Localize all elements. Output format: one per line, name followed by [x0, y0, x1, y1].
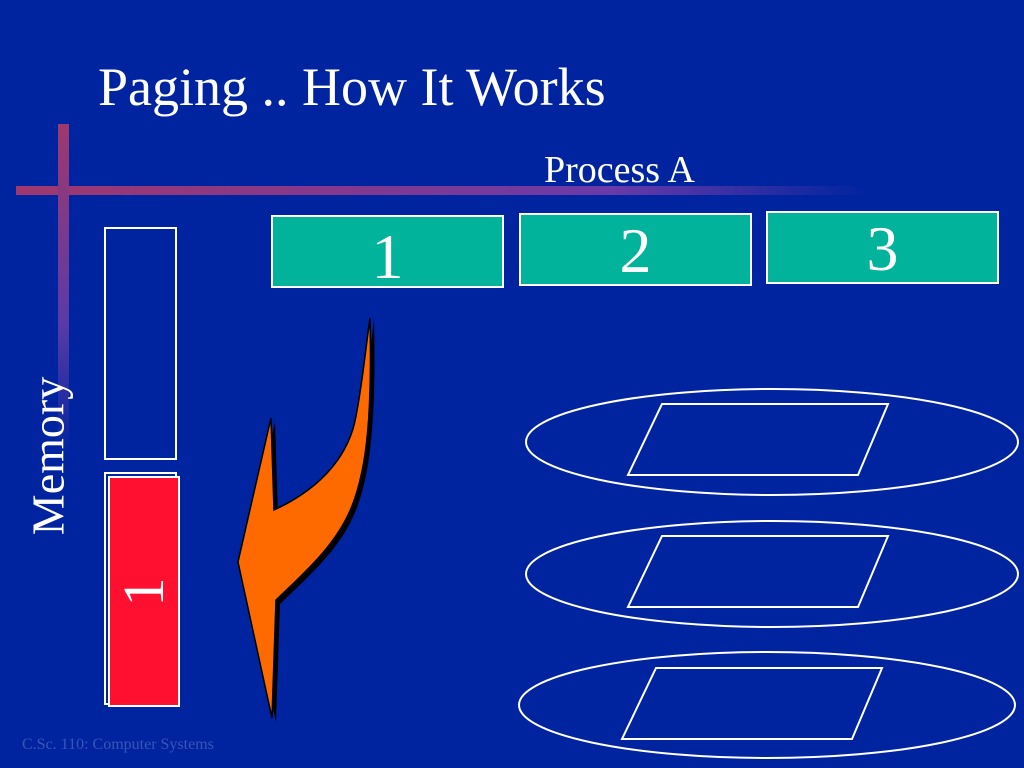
disk-page-1 — [626, 403, 890, 476]
curved-arrow-icon — [237, 317, 372, 719]
disk-ellipse-3 — [518, 651, 1016, 759]
disk-page-2 — [626, 535, 890, 608]
memory-frame-upper — [104, 227, 177, 460]
disk-ellipse-1 — [525, 388, 1019, 496]
memory-label: Memory — [22, 376, 74, 536]
disk-ellipse-2 — [525, 520, 1019, 628]
footer-text: C.Sc. 110: Computer Systems — [22, 736, 214, 753]
process-a-label: Process A — [544, 149, 695, 191]
accent-line-horizontal — [16, 186, 866, 195]
accent-line-vertical — [58, 124, 69, 454]
slide-title: Paging .. How It Works — [98, 57, 606, 117]
process-page-1: 1 — [271, 215, 504, 289]
memory-page-1: 1 — [108, 476, 180, 707]
disk-page-3 — [620, 667, 884, 740]
process-page-3: 3 — [766, 211, 999, 284]
process-page-2: 2 — [519, 213, 752, 286]
memory-page-label: 1 — [111, 577, 176, 606]
